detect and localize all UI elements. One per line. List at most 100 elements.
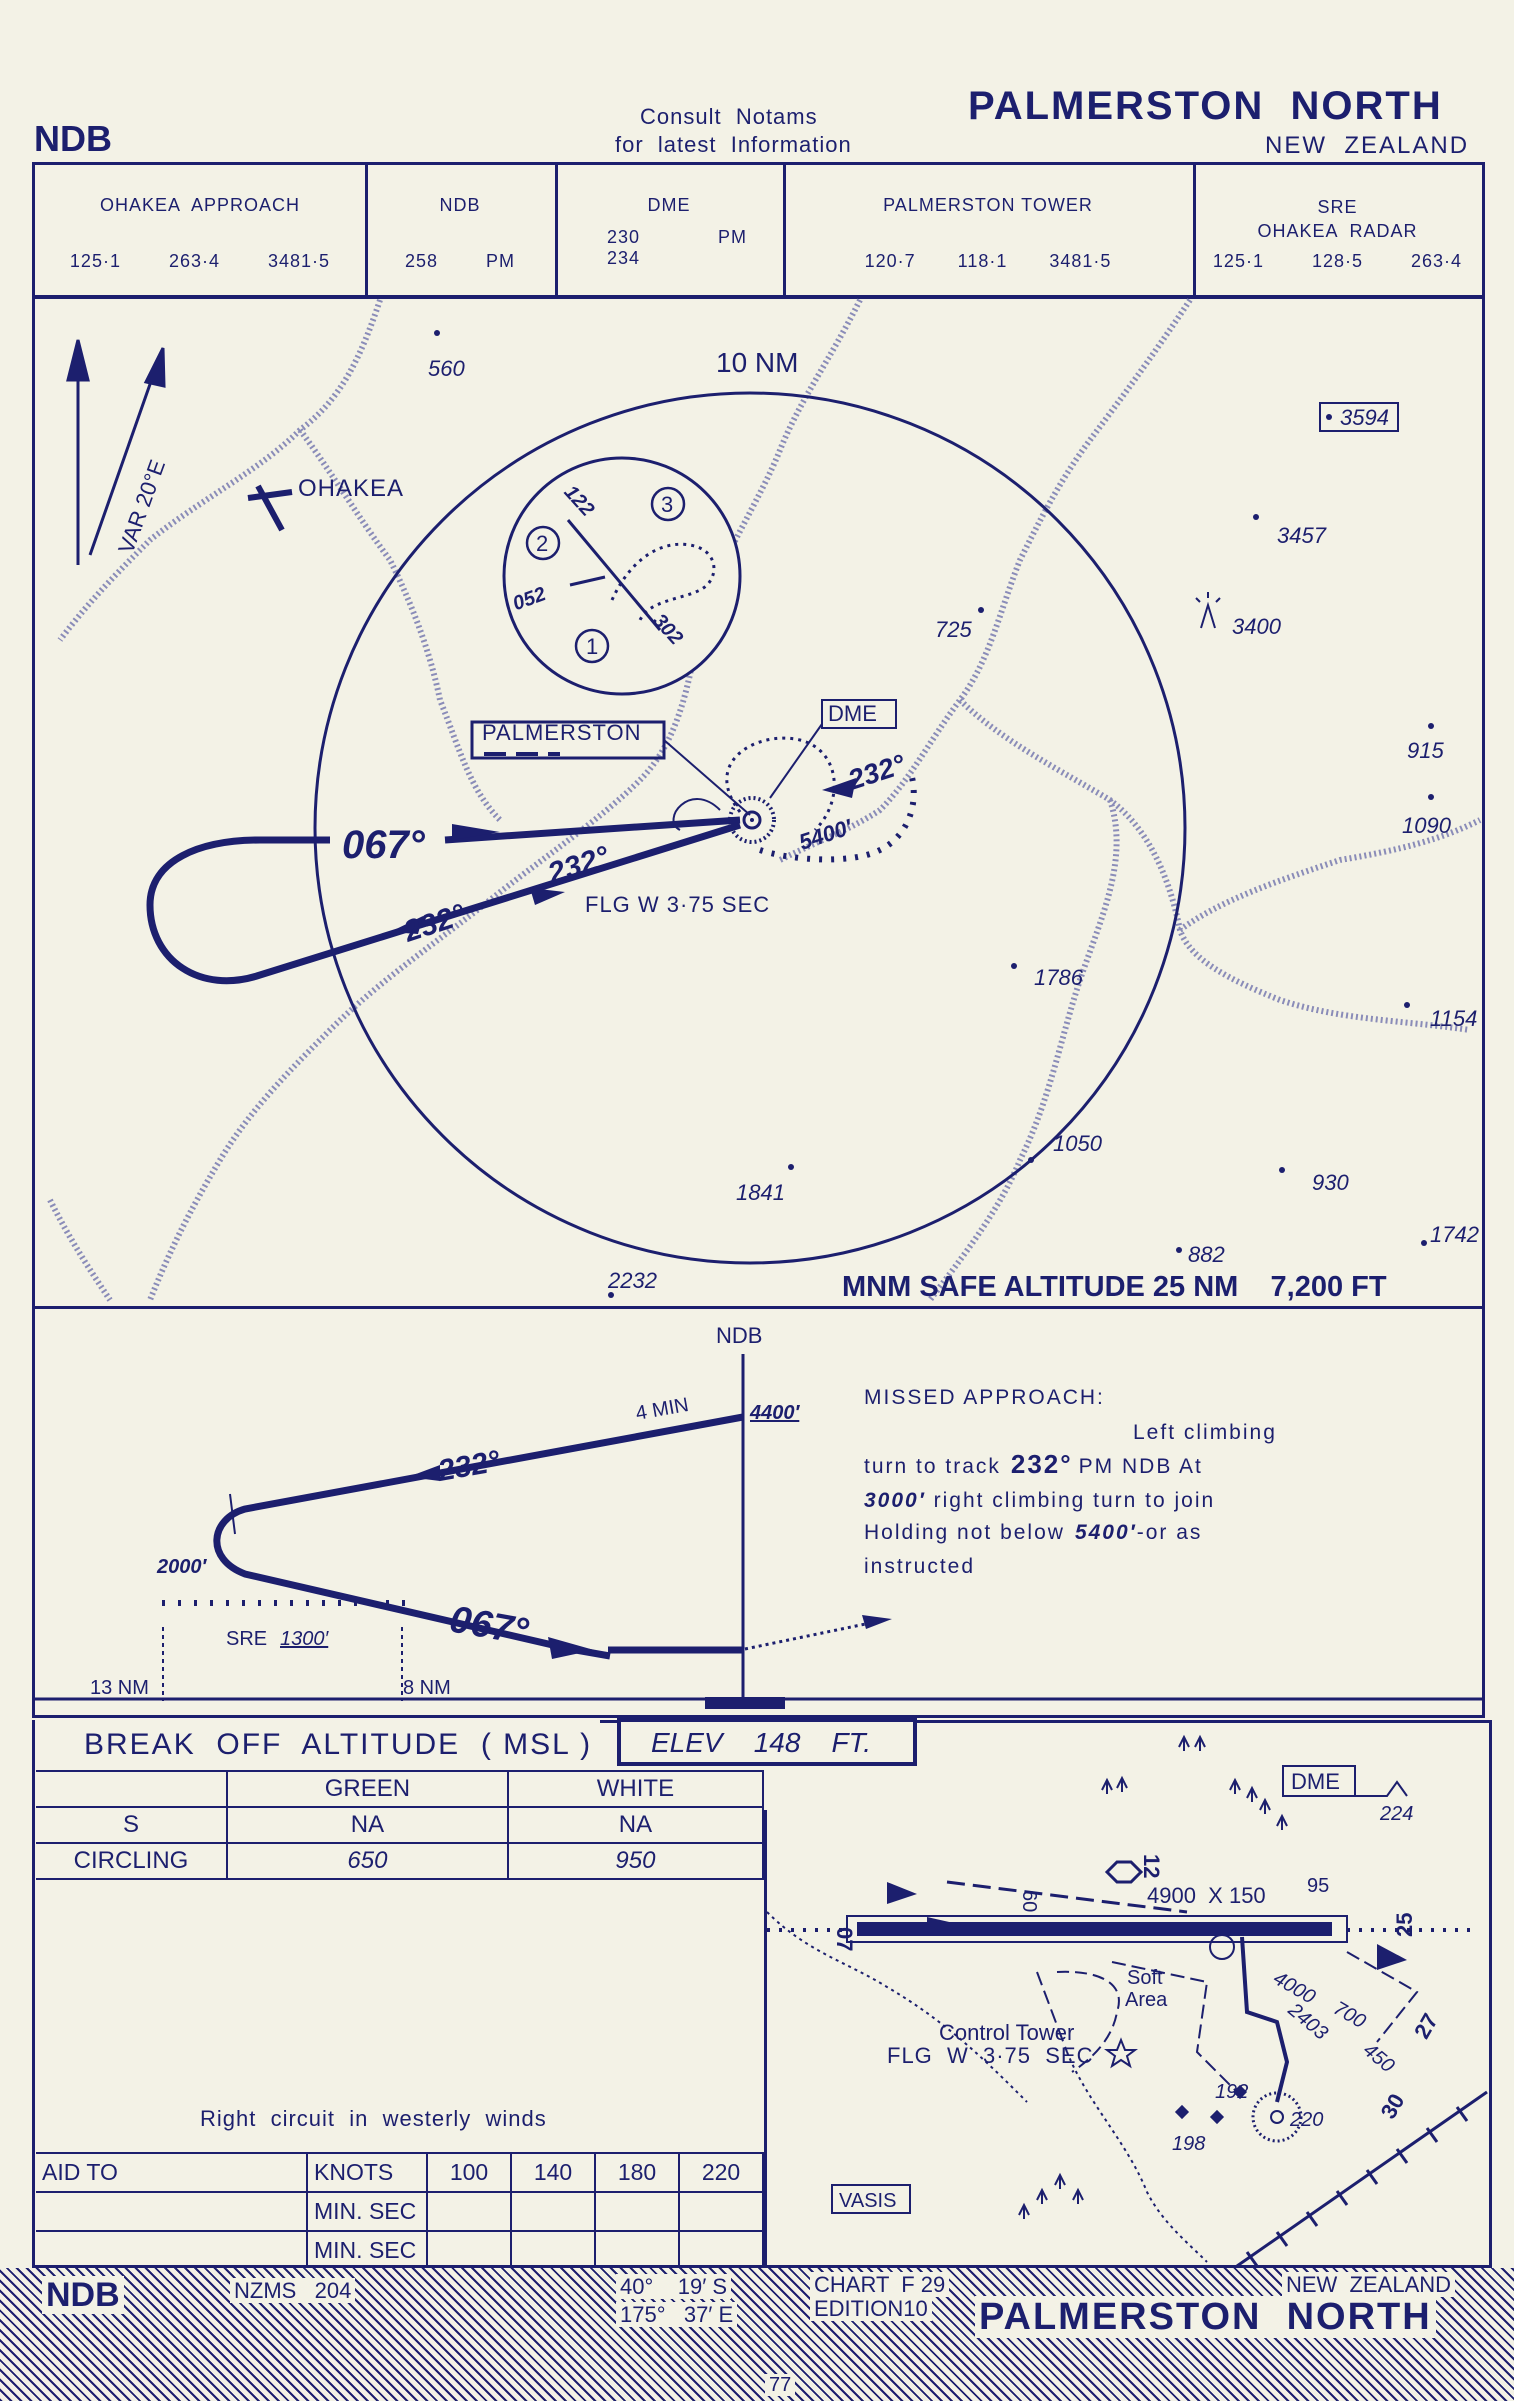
footer-country: NEW ZEALAND	[1282, 2272, 1456, 2298]
spot-height-882: 882	[1188, 1242, 1225, 1267]
ndb-symbol	[728, 796, 776, 844]
speed-cell: 220	[678, 2152, 764, 2193]
profile-inbound-arrowhead	[548, 1637, 594, 1659]
aero-ndb-symbol	[1251, 2091, 1303, 2143]
soft-area-outline	[1056, 1970, 1120, 2073]
missed-line2b: 232°	[1011, 1449, 1073, 1479]
knots-label: KNOTS	[306, 2152, 428, 2193]
rwy-12: 12	[1139, 1854, 1164, 1878]
speed-cell: 140	[510, 2152, 596, 2193]
missed-line4b: 5400′	[1075, 1521, 1137, 1544]
time-cell	[678, 2191, 764, 2232]
freq-cell-approach: OHAKEA APPROACH 125·1 263·4 3481·5	[35, 165, 368, 295]
footer-band: NDB NZMS 204 40° 19′ S 175° 37′ E CHART …	[0, 2268, 1514, 2401]
ten-nm-label: 10 NM	[716, 347, 798, 378]
aero-flg-label: FLG W 3·75 SEC	[887, 2043, 1094, 2068]
elevation-box: ELEV 148 FT.	[617, 1718, 917, 1766]
freq-values: 125·1 263·4 3481·5	[69, 251, 331, 271]
vasi-east	[1377, 1944, 1407, 1970]
break-off-table: GREEN WHITE S NA NA CIRCLING 650 950	[36, 1770, 765, 1880]
aero-60: 60	[1018, 1890, 1040, 1912]
footer-page-text: 77	[765, 2374, 796, 2396]
freq-cell-ndb: NDB 258 PM	[365, 165, 558, 295]
freq-cell-sre: SRE OHAKEA RADAR 125·1 128·5 263·4	[1193, 165, 1482, 295]
missed-line2a: turn to track	[864, 1455, 1001, 1478]
true-north-arrowhead	[66, 339, 90, 382]
elevation-label: ELEV 148 FT.	[651, 1727, 871, 1758]
footer-lon-text: 175° 37′ E	[616, 2302, 738, 2327]
spot-heights	[434, 330, 1434, 1298]
outbound-track	[146, 821, 742, 985]
freq-values: 120·7 118·1 3481·5	[864, 251, 1112, 271]
country-name: NEW ZEALAND	[1265, 132, 1470, 159]
time-cell	[426, 2191, 512, 2232]
spot-height-2232: 2232	[607, 1268, 657, 1293]
table-row: AID TO KNOTS 100 140 180 220	[36, 2152, 764, 2193]
dme-label-box	[821, 699, 897, 729]
runway-dimensions: 4900 X 150	[1147, 1883, 1266, 1908]
spot-height-3400: 3400	[1232, 614, 1282, 639]
footer-type-text: NDB	[42, 2276, 124, 2314]
time-cell	[510, 2230, 596, 2271]
profile-view: NDB 4 MIN 4400′ 232° 2000′ 067° SRE 1300…	[32, 1323, 1485, 1709]
inbound-course-label: 067°	[342, 823, 426, 867]
taxiway-apron	[1240, 1936, 1290, 2103]
missed-line4c: -or as	[1137, 1521, 1203, 1544]
aerodrome-top-rule	[600, 1720, 1492, 1723]
river-line	[778, 298, 1193, 863]
circuit-note: Right circuit in westerly winds	[200, 2106, 547, 2131]
break-off-title: BREAK OFF ALTITUDE ( MSL )	[84, 1728, 593, 1761]
var-label: VAR 20°E	[113, 456, 170, 556]
dotted-holding	[759, 769, 917, 863]
dme-antenna	[1355, 1780, 1408, 1797]
freq-name: SRE OHAKEA RADAR	[1257, 197, 1418, 241]
distance-13nm: 13 NM	[90, 1677, 149, 1699]
footer-nzms-text: NZMS 204	[230, 2278, 356, 2303]
aero-95: 95	[1307, 1875, 1329, 1897]
minima-divider-vertical	[764, 1810, 767, 2268]
inset-number-2: 2	[536, 531, 548, 556]
freq-values: 230 PM 234	[607, 227, 748, 268]
terrain-lines	[47, 298, 1482, 1302]
ohakea-label: OHAKEA	[298, 475, 404, 502]
railway	[1236, 2090, 1488, 2268]
river-dotted	[1066, 2051, 1208, 2263]
chart-frame	[32, 296, 1485, 1718]
runway-07-25	[857, 1922, 1332, 1936]
rwy-07: 07	[832, 1927, 857, 1951]
ten-nm-ring	[313, 391, 1187, 1265]
svg-text:3000′ right climbing turn t: 3000′ right climbing turn to join	[864, 1489, 1215, 1512]
empty-cell	[36, 2230, 308, 2271]
river-line	[297, 428, 503, 823]
missed-line4a: Holding not below	[864, 1521, 1065, 1544]
spot-height-560: 560	[428, 356, 465, 381]
aero-220: 220	[1289, 2109, 1323, 2131]
aero-450: 450	[1359, 2039, 1399, 2077]
aid-to-table: AID TO KNOTS 100 140 180 220 MIN. SEC MI…	[36, 2152, 764, 2271]
table-row: CIRCLING 650 950	[36, 1842, 765, 1880]
aero-ndb-center	[1270, 2110, 1284, 2124]
rwy-30: 30	[1376, 2089, 1410, 2123]
airport-name: PALMERSTON NORTH	[968, 84, 1443, 128]
max-elevation-box	[1319, 402, 1399, 432]
corner-cell	[36, 1770, 228, 1808]
aero-198: 198	[1172, 2133, 1205, 2155]
outbound-arrowhead	[390, 916, 423, 934]
table-row: MIN. SEC	[36, 2191, 764, 2232]
missed-title: MISSED APPROACH:	[864, 1386, 1105, 1409]
missed-line2c: PM NDB At	[1079, 1455, 1203, 1478]
table-row: S NA NA	[36, 1806, 765, 1844]
time-cell	[426, 2230, 512, 2271]
aero-192: 192	[1215, 2081, 1248, 2103]
hexagon-symbol	[1104, 1860, 1144, 1884]
profile-alt-4400: 4400′	[749, 1402, 800, 1424]
aero-dme-label: DME	[1291, 1769, 1340, 1794]
missed-line1: Left climbing	[1133, 1421, 1277, 1444]
vasi-west	[887, 1882, 917, 1904]
footer-airport-text: PALMERSTON NORTH	[975, 2296, 1436, 2338]
aero-vor-symbol	[1209, 1934, 1235, 1960]
footer-lat: 40° 19′ S	[616, 2274, 732, 2300]
inset-number-1: 1	[586, 634, 598, 659]
